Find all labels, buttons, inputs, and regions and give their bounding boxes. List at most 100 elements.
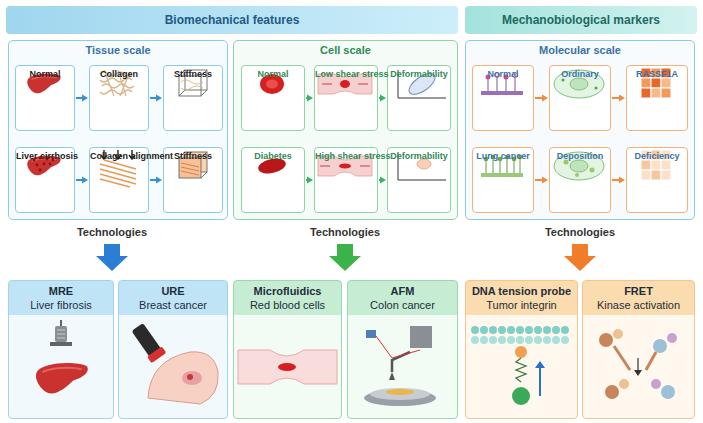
arrow-head (619, 177, 625, 184)
microfluidic-channel-part (238, 350, 337, 384)
feature-box: Diabetes (241, 147, 305, 213)
header-band: Mechanobiological markers (465, 6, 697, 34)
cirrhosis-liver-icon-part-part (33, 159, 36, 162)
aligned-collagen-part (104, 150, 132, 158)
afm-instrument-part (366, 330, 376, 338)
feature-box: Deposition (549, 147, 611, 213)
stiffness-cube (179, 70, 207, 96)
node-title: AFM (351, 284, 454, 298)
stiffness-cube-part (185, 70, 207, 90)
node-title: Collagen (90, 69, 148, 79)
node-title: Deformability (388, 151, 450, 161)
cell-deposition-part (575, 173, 579, 177)
node-title: FRET (586, 284, 691, 298)
dna-tension-probe-part-part (507, 336, 515, 344)
technology-card: DNA tension probeTumor integrin (465, 280, 578, 419)
scale-panel: Cell scaleNormalLow shear stressDeformab… (233, 40, 458, 220)
arrow-head (82, 177, 88, 184)
cirrhosis-liver-icon (27, 156, 60, 175)
node-title: Biomechanical features (165, 13, 300, 27)
block-arrow-part (329, 244, 361, 271)
dna-tension-probe-part-part (561, 326, 569, 334)
dna-tension-probe-part (535, 361, 545, 368)
flow-channel-narrow-part (320, 166, 370, 167)
arrow-head (156, 177, 162, 184)
arrow-head (380, 177, 386, 184)
liver-icon (27, 74, 60, 93)
methylation-pins-part (486, 158, 520, 173)
mre-device-part (57, 330, 65, 338)
feature-box: Deformability (387, 147, 451, 213)
methylation-pins-part (513, 73, 518, 78)
dna-tension-probe-part-part (498, 336, 506, 344)
microfluidic-channel-part (278, 363, 296, 371)
expression-grid-part (661, 88, 671, 98)
afm-instrument-part (392, 352, 410, 372)
node-title: Diabetes (242, 151, 304, 161)
section-label: Technologies (290, 226, 400, 238)
mre-device (36, 320, 88, 393)
node-title: Liver cirrhosis (16, 151, 74, 161)
node-title: Stiffness (164, 69, 222, 79)
methylation-pins-part (484, 157, 489, 162)
collagen-fibers-part (100, 90, 132, 94)
ure-probe (130, 322, 218, 404)
node-title: Tissue scale (9, 44, 227, 56)
feature-box: High shear stress (314, 147, 378, 213)
dna-tension-probe-part (515, 346, 527, 358)
afm-instrument-part (376, 336, 420, 358)
node-title: Normal (16, 69, 74, 79)
node-subtitle: Kinase activation (586, 298, 691, 312)
node-title: Lung cancer (473, 151, 533, 161)
node-title: URE (122, 284, 224, 298)
dna-tension-probe-part-part (489, 336, 497, 344)
deformability-plot-part (417, 159, 431, 169)
afm-instrument-part (410, 326, 432, 348)
fret-molecules (599, 329, 677, 399)
dna-tension-probe-part-part (525, 336, 533, 344)
afm-instrument-part (386, 389, 414, 395)
flow-channel-part (322, 84, 368, 85)
header-band: Biomechanical features (6, 6, 458, 34)
cell-ordinary-part (570, 78, 588, 90)
technology-card: AFMColon cancer (347, 280, 458, 419)
node-title: Cell scale (234, 44, 457, 56)
aligned-collagen-part (100, 160, 136, 187)
block-arrow-part (96, 244, 128, 271)
dna-tension-probe-part-part (534, 336, 542, 344)
dna-tension-probe (471, 326, 569, 405)
expression-grid-part (661, 68, 671, 78)
flow-channel-part (318, 74, 372, 94)
expression-grid-part (661, 170, 671, 180)
dna-tension-probe-part-part (507, 326, 515, 334)
collagen-fibers-part (102, 84, 134, 88)
node-title: Molecular scale (466, 44, 694, 56)
dna-tension-probe-part (471, 336, 569, 344)
cell-ordinary-part (562, 79, 565, 82)
connector-line (535, 97, 543, 99)
stiff-cube-part (185, 152, 207, 172)
aligned-collagen-part (101, 155, 135, 159)
node-subtitle: Breast cancer (122, 298, 224, 312)
arrow-head (542, 95, 548, 102)
methylation-pins (481, 155, 523, 177)
stiff-cube-part (181, 163, 199, 175)
flow-channel-narrow-part (339, 164, 351, 169)
node-title: High shear stress (315, 151, 377, 161)
node-title: Microfluidics (237, 284, 338, 298)
fret-molecules-part (651, 379, 661, 389)
expression-grid-part (641, 160, 651, 170)
expression-grid-part (661, 78, 671, 88)
fret-molecules-part (613, 329, 623, 339)
block-arrow (96, 244, 596, 271)
ure-probe-part (182, 371, 202, 385)
node-title: Low shear stress (315, 69, 377, 79)
liver-icon-part (27, 74, 60, 93)
feature-box: Collagen (89, 65, 149, 131)
feature-box: Deficiency (626, 147, 688, 213)
deformability-plot (398, 70, 446, 99)
expression-grid (641, 68, 671, 98)
fret-molecules-part (619, 379, 629, 389)
expression-grid-part (651, 78, 661, 88)
